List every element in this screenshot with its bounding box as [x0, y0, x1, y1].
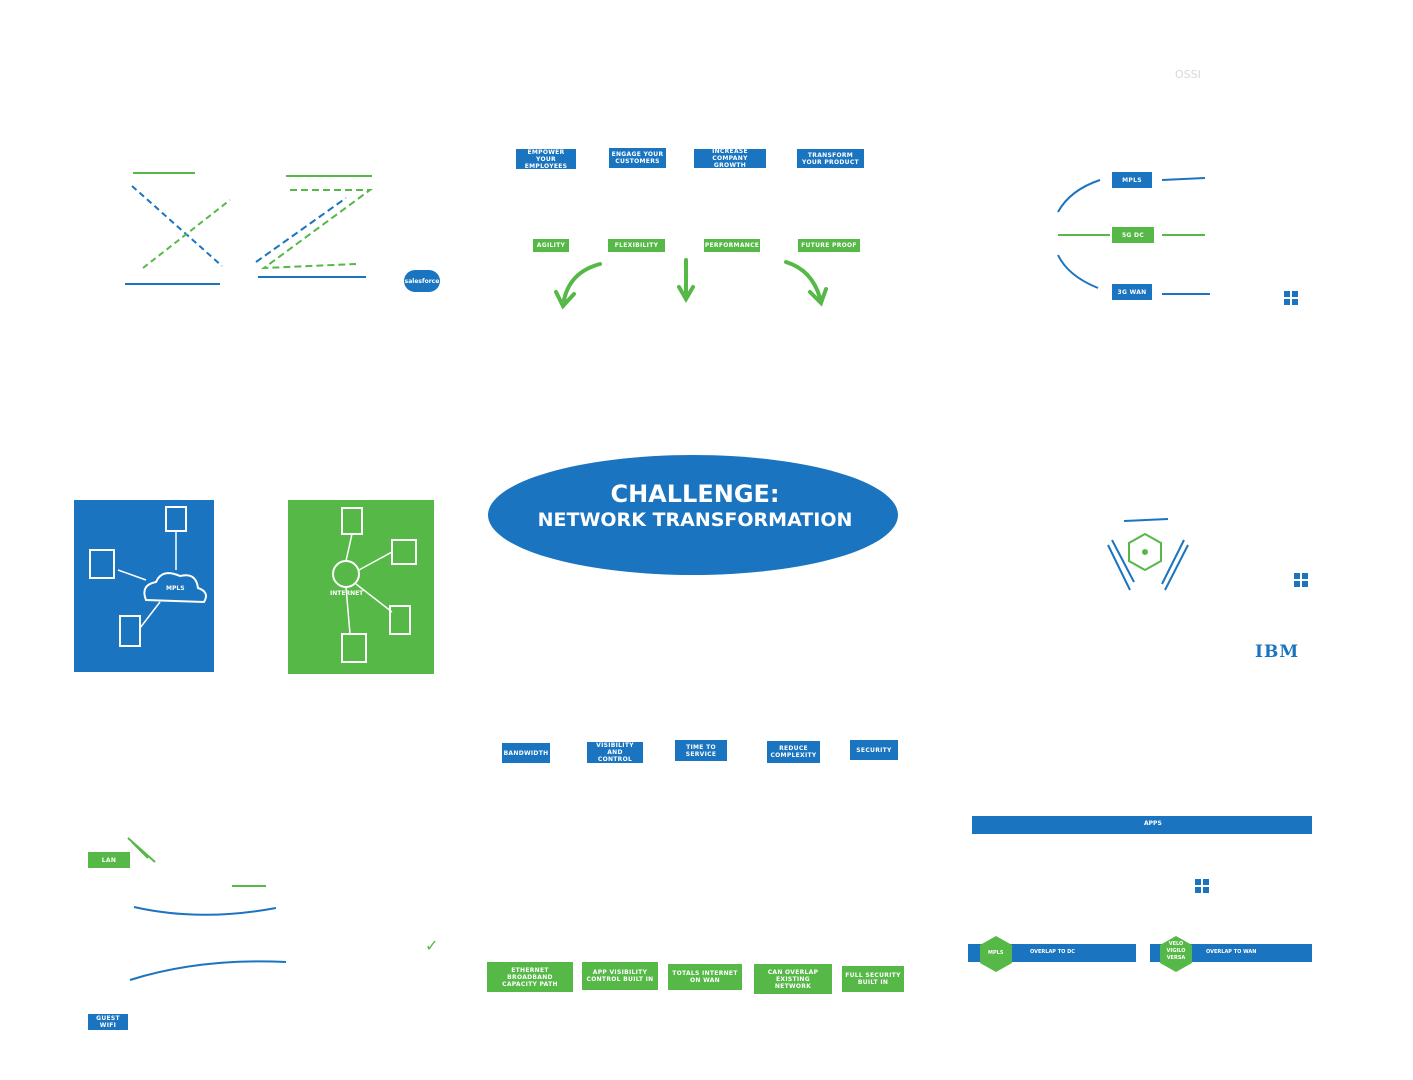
benefit-tag-3: PERFORMANCE — [704, 239, 760, 252]
lan-tag: LAN — [88, 852, 130, 868]
internet-label: INTERNET — [330, 590, 364, 597]
goal-tag-2: ENGAGE YOUR CUSTOMERS — [609, 148, 666, 168]
solution-tag-3: TOTALS INTERNET ON WAN — [668, 964, 742, 990]
internet-network-box — [288, 500, 434, 674]
crossing-lines-sketch — [125, 172, 374, 285]
solution-tag-5: FULL SECURITY BUILT IN — [842, 966, 904, 992]
challenge-tag-1: BANDWIDTH — [502, 743, 550, 763]
page-title: CHALLENGE: NETWORK TRANSFORMATION — [500, 480, 890, 532]
right-tag-mpls: MPLS — [1112, 172, 1152, 188]
solution-tag-4: CAN OVERLAP EXISTING NETWORK — [754, 964, 832, 994]
benefit-tag-1: AGILITY — [533, 239, 569, 252]
benefit-tag-2: FLEXIBILITY — [608, 239, 665, 252]
apps-bar-label: APPS — [1144, 820, 1162, 827]
faint-watermark: OSSI — [1175, 68, 1201, 81]
overlay-bar-1-label: OVERLAP TO DC — [1030, 949, 1075, 955]
mpls-cloud-label: MPLS — [166, 585, 185, 592]
goal-tag-4: TRANSFORM YOUR PRODUCT — [797, 149, 864, 168]
ibm-logo: IBM — [1255, 642, 1300, 662]
apps-bar — [972, 816, 1312, 834]
overlay-bar-2-label: OVERLAP TO WAN — [1206, 949, 1257, 955]
challenge-tag-2: VISIBILITY AND CONTROL — [587, 742, 643, 763]
overlay-hex-2-label: VELO VIGILO VERSA — [1166, 941, 1186, 961]
goal-tag-1: EMPOWER YOUR EMPLOYEES — [516, 149, 576, 169]
challenge-tag-3: TIME TO SERVICE — [675, 740, 727, 761]
windows-icon — [1294, 573, 1308, 587]
solution-tag-2: APP VISIBILITY CONTROL BUILT IN — [582, 962, 658, 990]
mpls-network-box — [74, 500, 214, 672]
guest-wifi-tag: GUEST WIFI — [88, 1014, 128, 1030]
challenge-tag-5: SECURITY — [850, 740, 898, 760]
windows-icon — [1284, 291, 1298, 305]
salesforce-logo: salesforce — [404, 270, 440, 292]
solution-tag-1: ETHERNET BROADBAND CAPACITY PATH — [487, 962, 573, 992]
benefit-arrows — [554, 258, 828, 310]
right-tag-3gwan: 3G WAN — [1112, 284, 1152, 300]
title-line-1: CHALLENGE: — [610, 480, 780, 508]
right-bracket-sketch — [1057, 177, 1210, 295]
overlay-hex-1-label: MPLS — [988, 950, 1004, 956]
sdwan-hexagon-icon — [1107, 518, 1189, 591]
overlay-row — [968, 936, 1312, 972]
right-tag-5gdc: 5G DC — [1112, 227, 1154, 243]
title-line-2: NETWORK TRANSFORMATION — [537, 509, 853, 531]
goal-tag-3: INCREASE COMPANY GROWTH — [694, 149, 766, 168]
windows-icon — [1195, 879, 1209, 893]
benefit-tag-4: FUTURE PROOF — [798, 239, 860, 252]
challenge-tag-4: REDUCE COMPLEXITY — [767, 741, 820, 763]
title-blob — [488, 455, 898, 575]
lan-wifi-sketch — [127, 837, 287, 981]
check-icon: ✓ — [425, 936, 439, 955]
